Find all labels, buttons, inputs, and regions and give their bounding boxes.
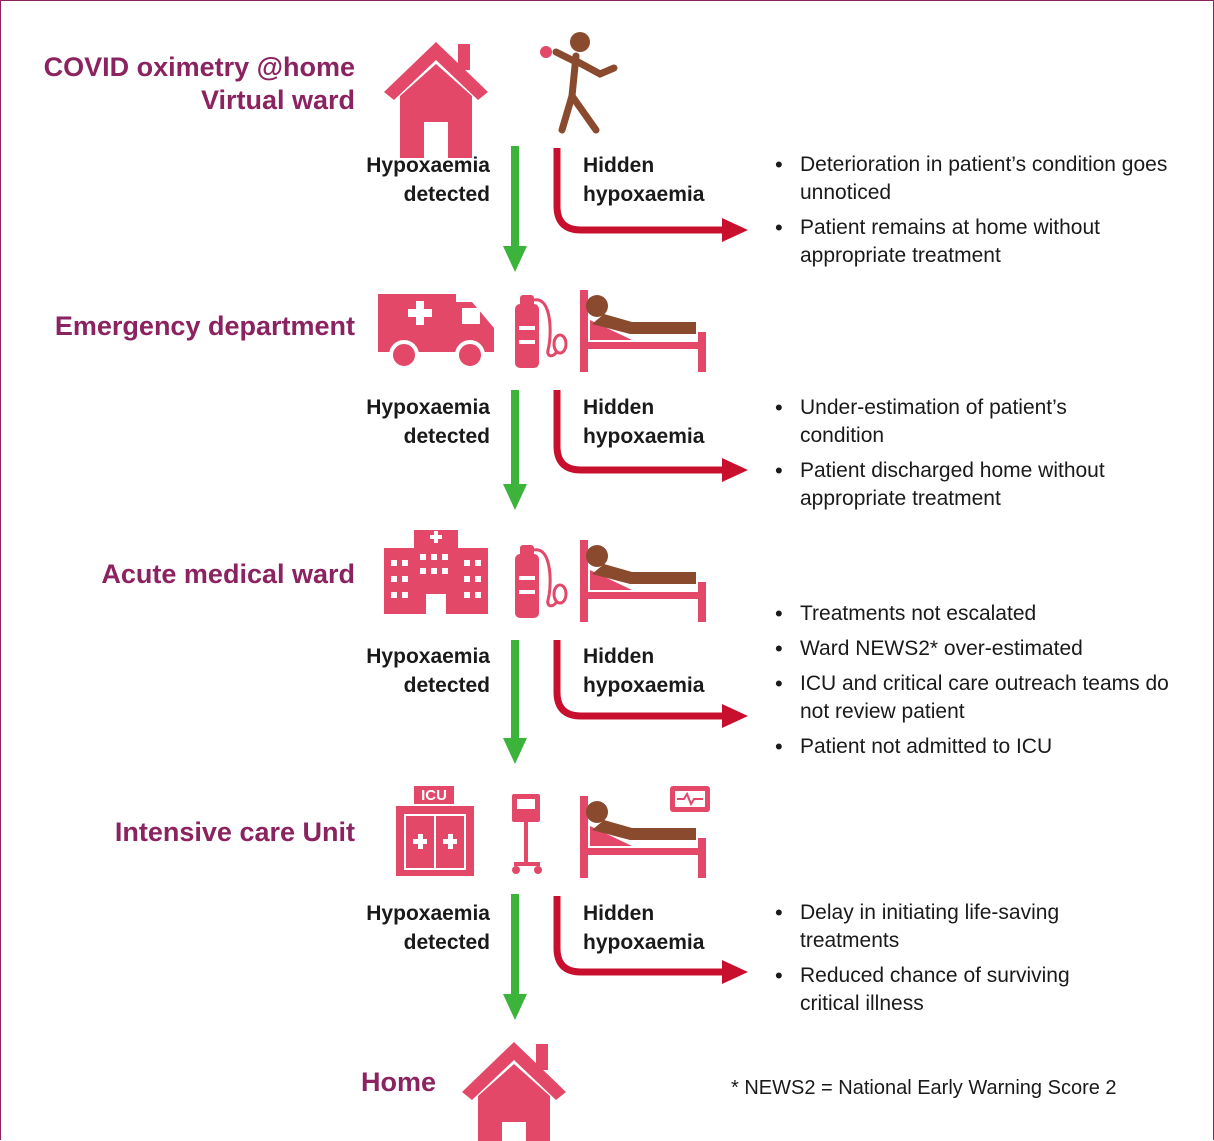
list-item: Patient discharged home without appropri… [773,457,1153,513]
list-item: Reduced chance of surviving critical ill… [773,962,1133,1018]
hidden-label: Hidden hypoxaemia [583,645,705,697]
stage-label-emergency: Emergency department [54,311,355,341]
list-item: Patient not admitted to ICU [773,733,1193,761]
patient-bed-icon [580,540,706,622]
hidden-label: Hidden hypoxaemia [583,396,705,448]
list-item: Patient remains at home without appropri… [773,214,1183,270]
hospital-building-icon [384,530,488,614]
icu-doors-icon: ICU [396,786,474,876]
detected-label: Hypoxaemia detected [366,154,490,206]
patient-bed-icon [580,290,706,372]
consequence-list: Delay in initiating life-saving treatmen… [773,899,1133,1025]
list-item: Treatments not escalated [773,600,1193,628]
ambulance-icon [378,294,494,370]
stage-label-home: Home [360,1067,436,1097]
stage-label-virtual-ward: COVID oximetry @home Virtual ward [43,52,355,115]
stage-label-acute-ward: Acute medical ward [101,559,355,589]
detected-arrows [503,146,527,1020]
detected-label: Hypoxaemia detected [366,902,490,954]
detected-label: Hypoxaemia detected [366,396,490,448]
consequence-list: Under-estimation of patient’s condition … [773,394,1153,520]
patient-bed-monitor-icon [580,786,710,878]
detected-label: Hypoxaemia detected [366,645,490,697]
list-item: Deterioration in patient’s condition goe… [773,151,1183,207]
consequence-list: Deterioration in patient’s condition goe… [773,151,1183,277]
house-icon [462,1042,566,1141]
stage-label-icu: Intensive care Unit [114,817,355,847]
list-item: Delay in initiating life-saving treatmen… [773,899,1133,955]
walking-person-icon [540,32,618,134]
list-item: ICU and critical care outreach teams do … [773,670,1193,726]
oxygen-cylinder-icon [513,293,568,370]
hidden-label: Hidden hypoxaemia [583,902,705,954]
hidden-arrows [553,148,748,984]
house-icon [384,42,488,158]
list-item: Ward NEWS2* over-estimated [773,635,1193,663]
oxygen-cylinder-icon [513,543,568,620]
hidden-label: Hidden hypoxaemia [583,154,705,206]
consequence-list: Treatments not escalated Ward NEWS2* ove… [773,600,1193,768]
ventilator-icon [512,794,542,874]
svg-text:ICU: ICU [421,787,447,804]
footnote: * NEWS2 = National Early Warning Score 2 [731,1077,1117,1099]
list-item: Under-estimation of patient’s condition [773,394,1153,450]
